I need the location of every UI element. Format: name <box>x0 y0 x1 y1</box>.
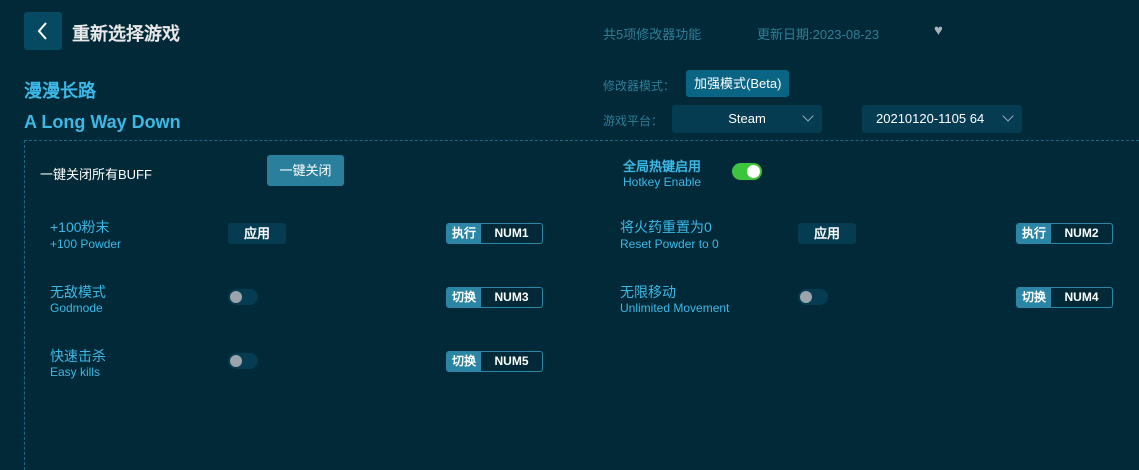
update-date: 更新日期:2023-08-23 <box>757 27 880 42</box>
mode-button[interactable]: 加强模式(Beta) <box>686 70 790 97</box>
hotkey-toggle[interactable] <box>732 163 762 180</box>
close-all-button[interactable]: 一键关闭 <box>267 155 344 186</box>
page-title: 重新选择游戏 <box>72 24 180 44</box>
chevron-down-icon <box>1002 110 1014 122</box>
platform-select[interactable]: Steam <box>672 105 822 133</box>
cheat-panel <box>24 140 1139 470</box>
version-value: 20210120-1105 64 <box>876 111 985 126</box>
cheat-name-cn: 快速击杀 <box>50 348 106 364</box>
apply-button[interactable]: 应用 <box>228 223 286 244</box>
cheat-toggle[interactable] <box>228 353 258 369</box>
hotkey-key: NUM4 <box>1064 290 1099 304</box>
hotkey-label-en: Hotkey Enable <box>623 175 702 189</box>
hotkey-badge[interactable]: 执行 NUM2 <box>1016 223 1113 244</box>
version-select[interactable]: 20210120-1105 64 <box>862 105 1022 133</box>
cheat-name-cn: 无敌模式 <box>50 284 106 300</box>
hotkey-badge[interactable]: 切换 NUM4 <box>1016 287 1113 308</box>
hotkey-badge[interactable]: 执行 NUM1 <box>446 223 543 244</box>
mode-label: 修改器模式： <box>603 79 676 93</box>
hotkey-action: 切换 <box>1017 288 1051 307</box>
platform-value: Steam <box>728 111 766 126</box>
chevron-left-icon <box>37 22 47 40</box>
heart-icon[interactable]: ♥ <box>934 22 943 39</box>
chevron-down-icon <box>802 110 814 122</box>
cheat-name-cn: 将火药重置为0 <box>620 219 712 235</box>
hotkey-action: 切换 <box>447 288 481 307</box>
feature-count: 共5项修改器功能 <box>603 27 702 42</box>
hotkey-key: NUM3 <box>494 290 529 304</box>
hotkey-action: 执行 <box>447 224 481 243</box>
hotkey-action: 执行 <box>1017 224 1051 243</box>
hotkey-badge[interactable]: 切换 NUM3 <box>446 287 543 308</box>
cheat-name-en: Godmode <box>50 301 103 315</box>
hotkey-action: 切换 <box>447 352 481 371</box>
game-name-cn: 漫漫长路 <box>24 81 96 101</box>
cheat-name-en: Easy kills <box>50 365 101 379</box>
cheat-name-cn: 无限移动 <box>620 284 676 300</box>
platform-label: 游戏平台： <box>603 114 664 128</box>
back-button[interactable] <box>24 12 62 50</box>
hotkey-badge[interactable]: 切换 NUM5 <box>446 351 543 372</box>
cheat-toggle[interactable] <box>228 289 258 305</box>
cheat-name-en: +100 Powder <box>50 237 122 251</box>
cheat-toggle[interactable] <box>798 289 828 305</box>
hotkey-key: NUM2 <box>1064 226 1099 240</box>
cheat-name-en: Unlimited Movement <box>620 301 730 315</box>
hotkey-key: NUM1 <box>494 226 529 240</box>
close-all-label: 一键关闭所有BUFF <box>40 167 152 182</box>
game-name-en: A Long Way Down <box>24 112 181 132</box>
hotkey-key: NUM5 <box>494 354 529 368</box>
apply-button[interactable]: 应用 <box>798 223 856 244</box>
cheat-name-cn: +100粉末 <box>50 219 110 235</box>
cheat-name-en: Reset Powder to 0 <box>620 237 719 251</box>
hotkey-label-cn: 全局热键启用 <box>623 159 702 174</box>
